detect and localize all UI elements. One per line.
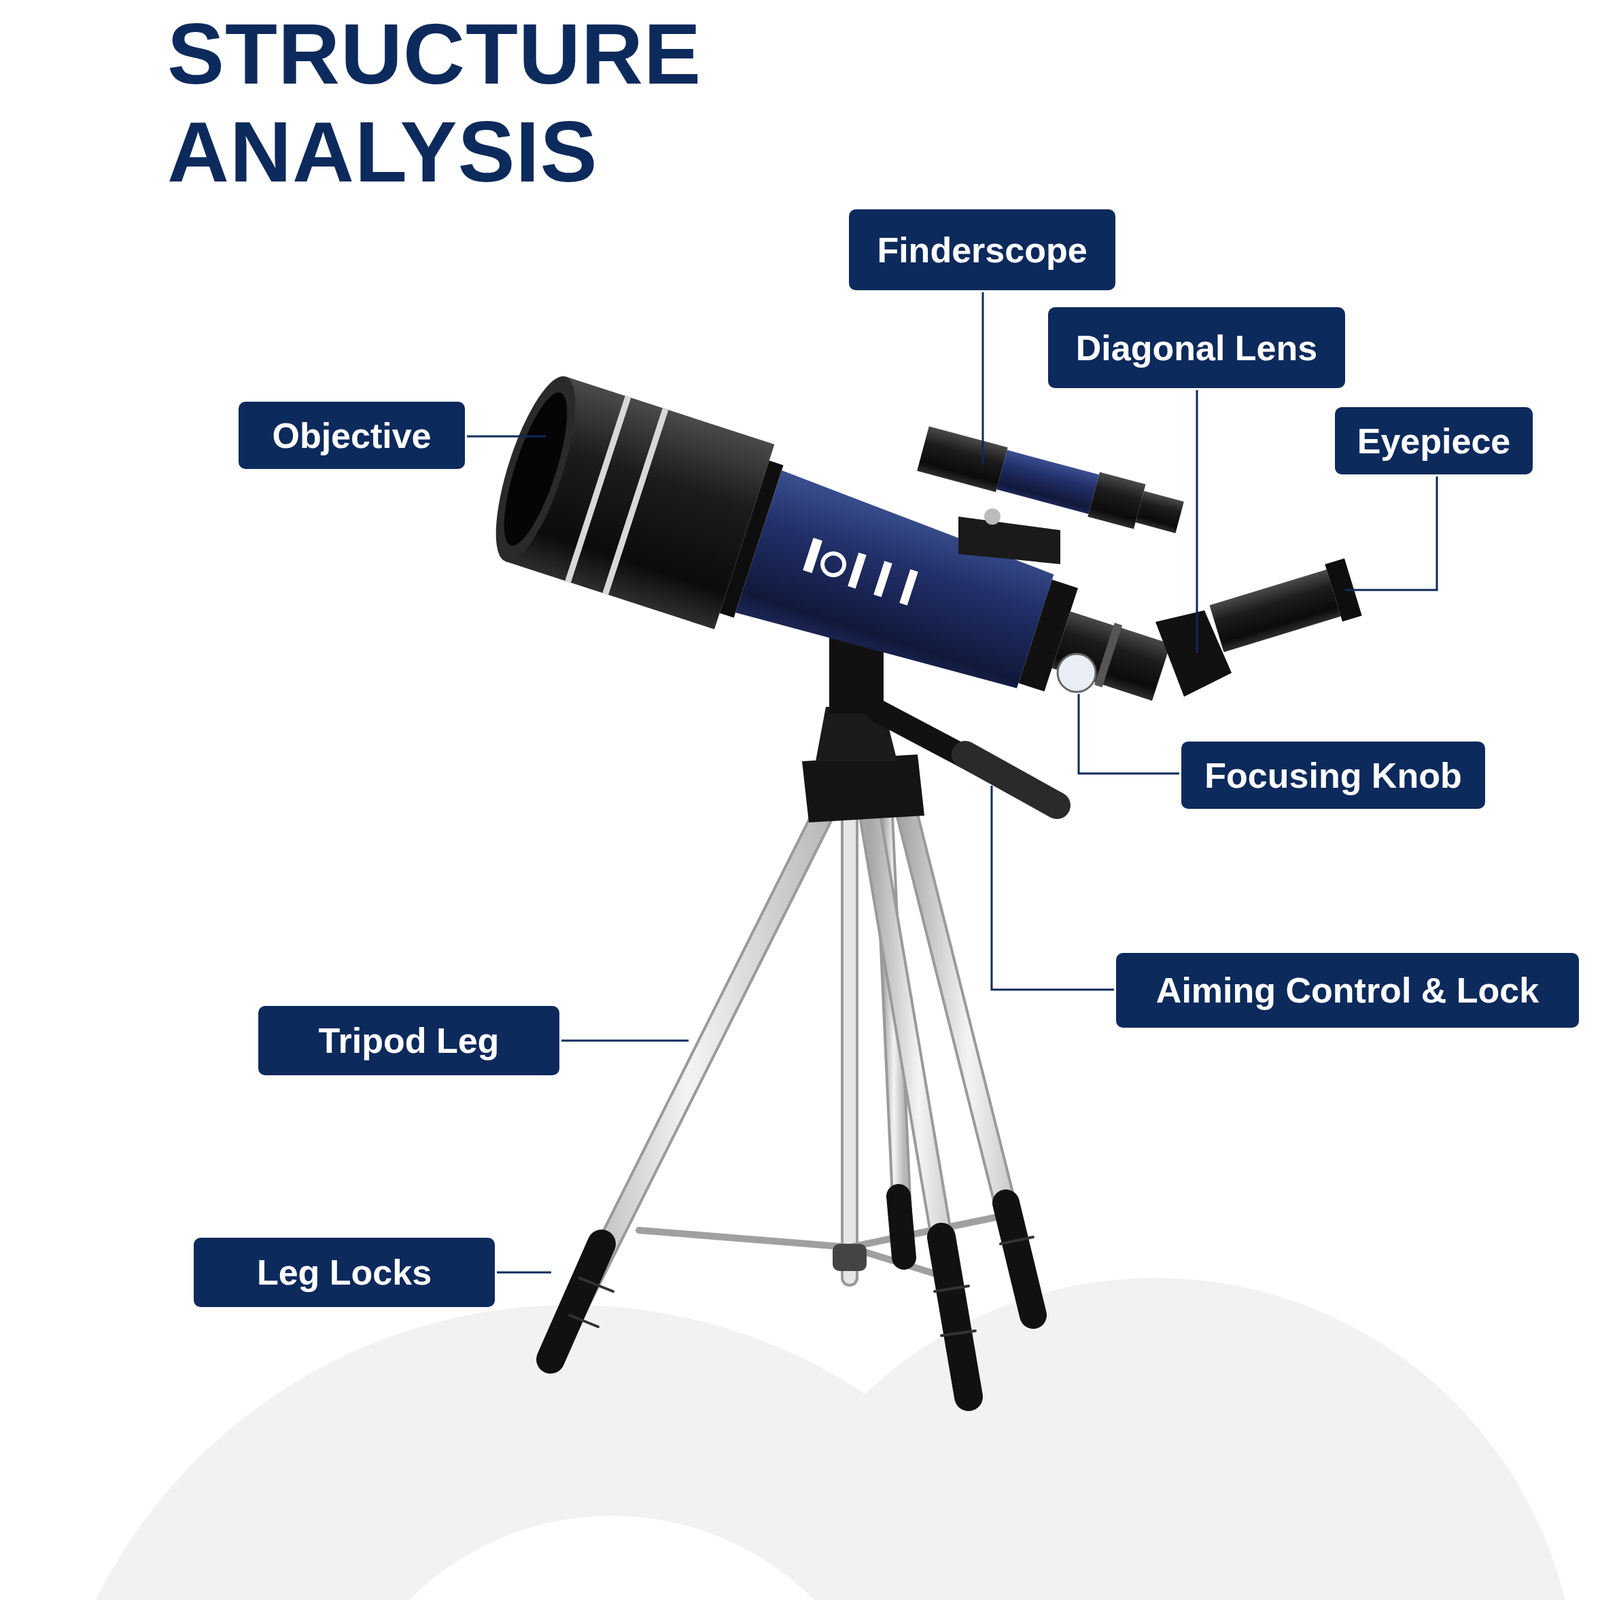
part-label: Diagonal Lens [1075,330,1318,366]
part-label: Objective [271,418,431,454]
finder-bracket [958,516,1061,565]
label-box: Leg Locks [193,1237,495,1308]
title-heading: STRUCTURE ANALYSIS [167,5,915,201]
part-label: Leg Locks [256,1254,432,1291]
telescope-tube [479,368,1192,765]
part-label: Tripod Leg [318,1022,500,1059]
finder-screw [984,508,1001,525]
label-box: Tripod Leg [258,1005,560,1076]
tripod [550,802,1034,1397]
label-box: Eyepiece [1334,407,1533,475]
part-label: Focusing Knob [1204,757,1462,794]
part-label: Aiming Control & Lock [1156,972,1539,1008]
background-cloud-hole [326,1515,898,1600]
background-cloud [40,1277,1577,1600]
part-label: Eyepiece [1357,423,1511,459]
label-box: Focusing Knob [1181,741,1486,809]
label-box: Diagonal Lens [1048,307,1346,389]
label-box: Objective [238,401,465,469]
finderscope [916,426,1186,540]
label-box: Aiming Control & Lock [1116,952,1579,1028]
focus-knob [1057,653,1096,692]
eyepiece [1207,558,1363,658]
label-box: Finderscope [848,209,1116,291]
part-label: Finderscope [876,232,1087,268]
